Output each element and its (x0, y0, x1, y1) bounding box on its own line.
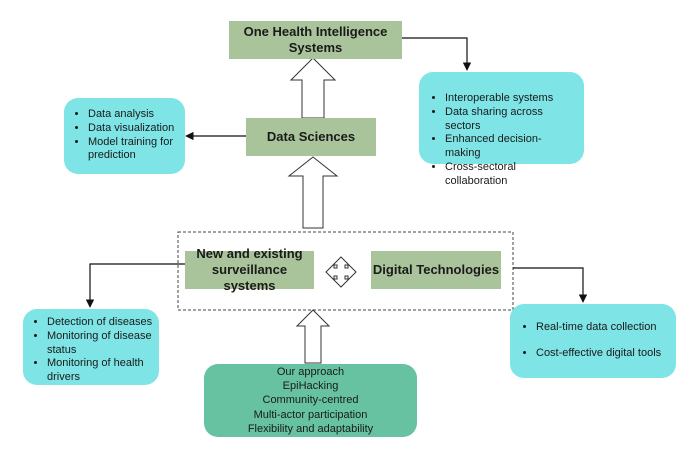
list-item: Interoperable systems (445, 92, 576, 106)
list-item: Monitoring of health drivers (47, 357, 153, 385)
connector-left-bottom (85, 263, 185, 308)
data-sciences-box: Data Sciences (246, 118, 376, 156)
list-item: Cross-sectoral collaboration (445, 161, 576, 189)
list-item: Data visualization (88, 122, 179, 136)
connector-right-bottom (513, 267, 588, 303)
list-item: Model training for prediction (88, 136, 179, 164)
right-bottom-box: Real-time data collection Cost-effective… (510, 304, 676, 378)
up-arrow-top (289, 57, 337, 119)
data-sciences-label: Data Sciences (266, 128, 356, 144)
approach-line: Our approach (276, 365, 345, 378)
connector-top-right (402, 37, 472, 71)
top-box-line2: Systems (288, 40, 343, 55)
list-item: Data analysis (88, 108, 179, 122)
list-item: Detection of diseases (47, 316, 153, 330)
surveillance-line1: New and existing (196, 245, 303, 261)
up-arrow-approach (295, 309, 331, 364)
list-item: Monitoring of disease status (47, 330, 153, 358)
digital-technologies-box: Digital Technologies (371, 251, 501, 289)
top-right-benefits-box: Interoperable systems Data sharing acros… (419, 72, 584, 187)
approach-line: Community-centred (262, 394, 359, 407)
top-box-line1: One Health Intelligence (243, 23, 388, 39)
our-approach-box: Our approach EpiHacking Community-centre… (204, 364, 417, 437)
approach-line: Flexibility and adaptability (247, 422, 374, 435)
list-item: Real-time data collection (536, 321, 668, 335)
left-bottom-box: Detection of diseases Monitoring of dise… (23, 309, 159, 385)
four-way-arrow (325, 256, 357, 288)
approach-line: EpiHacking (282, 380, 339, 393)
list-item: Enhanced decision-making (445, 133, 576, 161)
list-item: Cost-effective digital tools (536, 347, 668, 361)
up-arrow-data-sciences (287, 156, 339, 229)
surveillance-line2: surveillance systems (211, 261, 288, 294)
digital-technologies-label: Digital Technologies (372, 261, 500, 277)
left-top-box: Data analysis Data visualization Model t… (64, 98, 185, 174)
dashed-group-frame (177, 231, 514, 311)
approach-line: Multi-actor participation (253, 408, 368, 421)
list-item: Data sharing across sectors (445, 106, 576, 134)
